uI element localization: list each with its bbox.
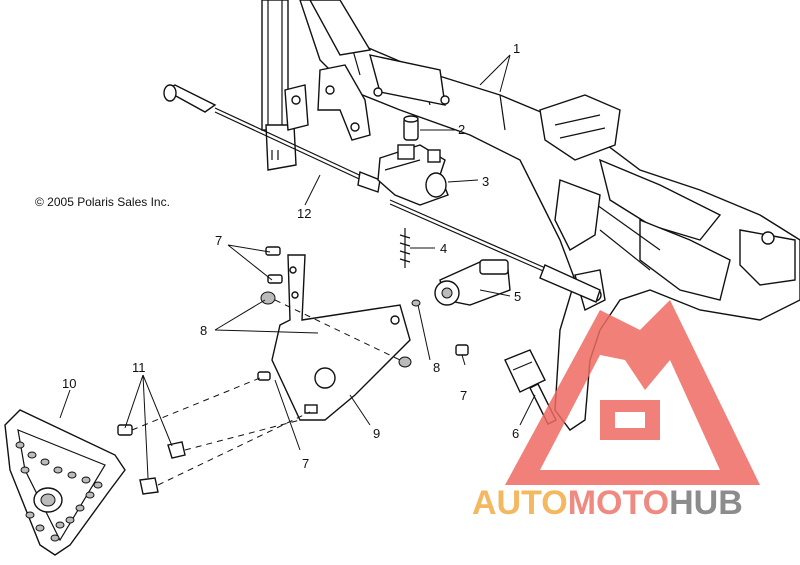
callout-5: 5	[514, 289, 521, 304]
watermark-word-auto: AUTO	[472, 484, 568, 522]
callout-12: 12	[297, 206, 311, 221]
watermark-logo	[505, 300, 760, 485]
part-11-clips	[117, 424, 186, 495]
cable-to-frame	[389, 199, 601, 303]
callout-7-bottom: 7	[302, 456, 309, 471]
callout-11: 11	[132, 360, 146, 375]
watermark-word-moto: MOTO	[568, 484, 669, 522]
callout-2: 2	[458, 122, 465, 137]
callout-7-right: 7	[460, 388, 467, 403]
choke-cable	[163, 84, 381, 193]
callout-8-left: 8	[200, 323, 207, 338]
logo-triangle-mark	[505, 300, 760, 485]
callout-labels: 1 2 3 4 5 6 7 7 7 8 8 9 10 11 12	[62, 41, 521, 471]
callout-10: 10	[62, 376, 76, 391]
callout-6: 6	[512, 426, 519, 441]
callout-3: 3	[482, 174, 489, 189]
watermark-word-hub: HUB	[669, 484, 743, 522]
leader-lines	[59, 54, 536, 479]
part-2-bushing	[403, 115, 419, 141]
part-4-spring	[399, 228, 411, 268]
fork-tube	[261, 0, 309, 171]
callout-4: 4	[440, 241, 447, 256]
part-10-headlight-cowl	[4, 409, 126, 556]
watermark-wordmark: AUTOMOTOHUB	[472, 484, 743, 522]
assembly-lines	[131, 299, 401, 486]
copyright-text: © 2005 Polaris Sales Inc.	[35, 195, 170, 209]
upper-bracket	[317, 64, 371, 141]
part-7-bolts	[257, 246, 469, 381]
part-9-mounting-bracket	[271, 254, 411, 421]
part-3-switch	[377, 144, 449, 206]
callout-8-right: 8	[433, 360, 440, 375]
part-5-ignition-lock	[434, 259, 511, 306]
callout-1: 1	[513, 41, 520, 56]
callout-9: 9	[373, 426, 380, 441]
callout-7-top: 7	[215, 233, 222, 248]
frame-assembly	[299, 0, 800, 431]
